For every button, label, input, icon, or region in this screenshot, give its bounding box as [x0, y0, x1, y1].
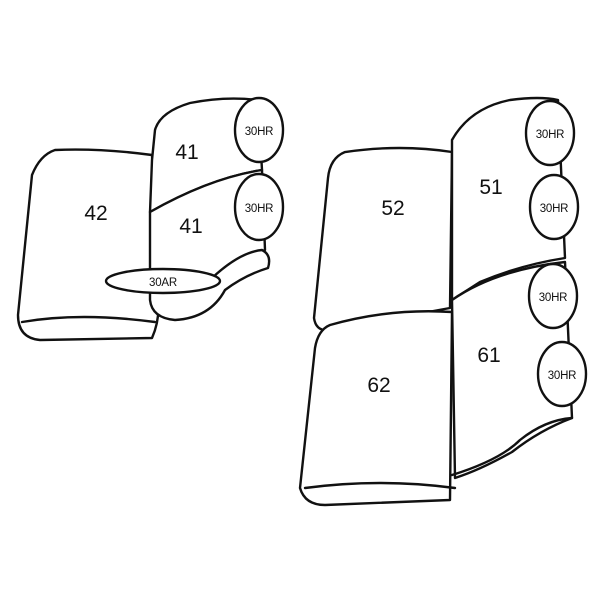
label-headrest-2: 30HR [540, 203, 569, 215]
headrest-top-left-shape [233, 96, 285, 164]
label-headrest-1: 30HR [536, 129, 565, 141]
label-headrest-4: 30HR [548, 370, 577, 382]
label-42: 42 [84, 202, 107, 225]
part-62-shape [298, 310, 454, 507]
headrest-bottom-left-shape [233, 172, 285, 242]
label-headrest-3: 30HR [539, 292, 568, 304]
headrest-1-shape [524, 99, 576, 167]
part-62-bottom-line [303, 481, 457, 490]
part-42-shape [16, 148, 160, 342]
label-41-upper: 41 [175, 141, 198, 164]
armrest-shape [104, 267, 222, 295]
label-41-lower: 41 [179, 215, 202, 238]
label-51: 51 [479, 176, 502, 199]
headrest-3-shape [527, 262, 579, 330]
label-headrest-top-left: 30HR [245, 126, 274, 138]
label-headrest-bottom-left: 30HR [245, 203, 274, 215]
part-52-shape [312, 146, 454, 332]
left-seat-group: 42 41 41 30HR 30HR 30AR [16, 96, 285, 342]
part-42-bottom-line [20, 315, 157, 324]
label-52: 52 [381, 197, 404, 220]
right-seat-group: 52 51 62 61 30HR 30HR 30HR 30HR [298, 96, 588, 507]
headrest-4-shape [536, 340, 588, 408]
label-62: 62 [367, 374, 390, 397]
headrest-2-shape [528, 173, 580, 241]
label-armrest: 30AR [149, 277, 177, 289]
part-61-bottom-curve [450, 416, 574, 477]
label-61: 61 [477, 344, 500, 367]
